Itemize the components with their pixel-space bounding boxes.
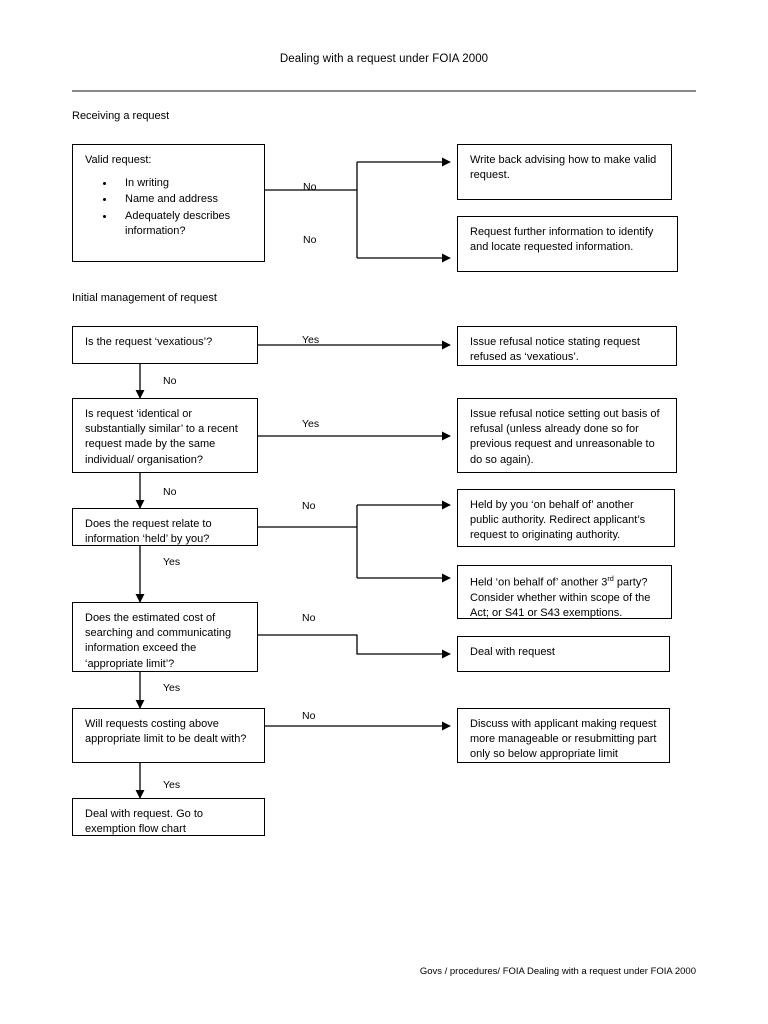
section-heading-receiving: Receiving a request xyxy=(72,110,170,122)
node-held-by-you[interactable]: Does the request relate to information ‘… xyxy=(72,508,258,546)
edge-label-identical-no: No xyxy=(163,486,177,498)
edge-label-vexatious-yes: Yes xyxy=(302,334,320,346)
edge-label-held-no: No xyxy=(302,500,316,512)
node-refusal-basis[interactable]: Issue refusal notice setting out basis o… xyxy=(457,398,677,473)
node-request-further-info[interactable]: Request further information to identify … xyxy=(457,216,678,272)
page-title: Dealing with a request under FOIA 2000 xyxy=(279,53,489,65)
section-heading-initial: Initial management of request xyxy=(72,292,217,304)
node-valid-request[interactable]: Valid request: In writing Name and addre… xyxy=(72,144,265,262)
edge-label-identical-yes: Yes xyxy=(302,418,320,430)
node-deal-exemption[interactable]: Deal with request. Go to exemption flow … xyxy=(72,798,265,836)
node-estimated-cost[interactable]: Does the estimated cost of searching and… xyxy=(72,602,258,672)
node-write-back[interactable]: Write back advising how to make valid re… xyxy=(457,144,672,200)
node-held-third-party-pre: Held ‘on behalf of’ another 3 xyxy=(470,576,608,589)
node-refusal-vexatious[interactable]: Issue refusal notice stating request ref… xyxy=(457,326,677,366)
node-discuss-with-applicant[interactable]: Discuss with applicant making request mo… xyxy=(457,708,670,763)
title-divider xyxy=(72,90,696,92)
node-identical-similar[interactable]: Is request ‘identical or substantially s… xyxy=(72,398,258,473)
edge-label-valid-no-top: No xyxy=(303,181,317,193)
ordinal-suffix: rd xyxy=(607,574,614,583)
node-held-public-authority[interactable]: Held by you ‘on behalf of’ another publi… xyxy=(457,489,675,547)
list-item: Name and address xyxy=(115,192,254,207)
list-item: In writing xyxy=(115,176,254,191)
node-held-third-party-post: party? Consider whether within scope of … xyxy=(470,576,651,619)
node-valid-request-heading: Valid request: xyxy=(85,154,152,166)
node-held-third-party[interactable]: Held ‘on behalf of’ another 3rd party? C… xyxy=(457,565,672,619)
node-deal-with-request[interactable]: Deal with request xyxy=(457,636,670,672)
edge-label-costing-no: No xyxy=(302,710,316,722)
edge-label-cost-no: No xyxy=(302,612,316,624)
edge-label-costing-yes: Yes xyxy=(163,779,181,791)
edge-label-vexatious-no: No xyxy=(163,375,177,387)
node-costing-above[interactable]: Will requests costing above appropriate … xyxy=(72,708,265,763)
edge-label-valid-no-bottom: No xyxy=(303,234,317,246)
node-vexatious[interactable]: Is the request ‘vexatious’? xyxy=(72,326,258,364)
edge-cost-no xyxy=(258,634,451,659)
node-valid-request-bullets: In writing Name and address Adequately d… xyxy=(85,176,254,239)
list-item: Adequately describes information? xyxy=(115,209,254,239)
edge-label-held-yes: Yes xyxy=(163,556,181,568)
page-footer: Govs / procedures/ FOIA Dealing with a r… xyxy=(419,966,696,977)
edge-label-cost-yes: Yes xyxy=(163,682,181,694)
